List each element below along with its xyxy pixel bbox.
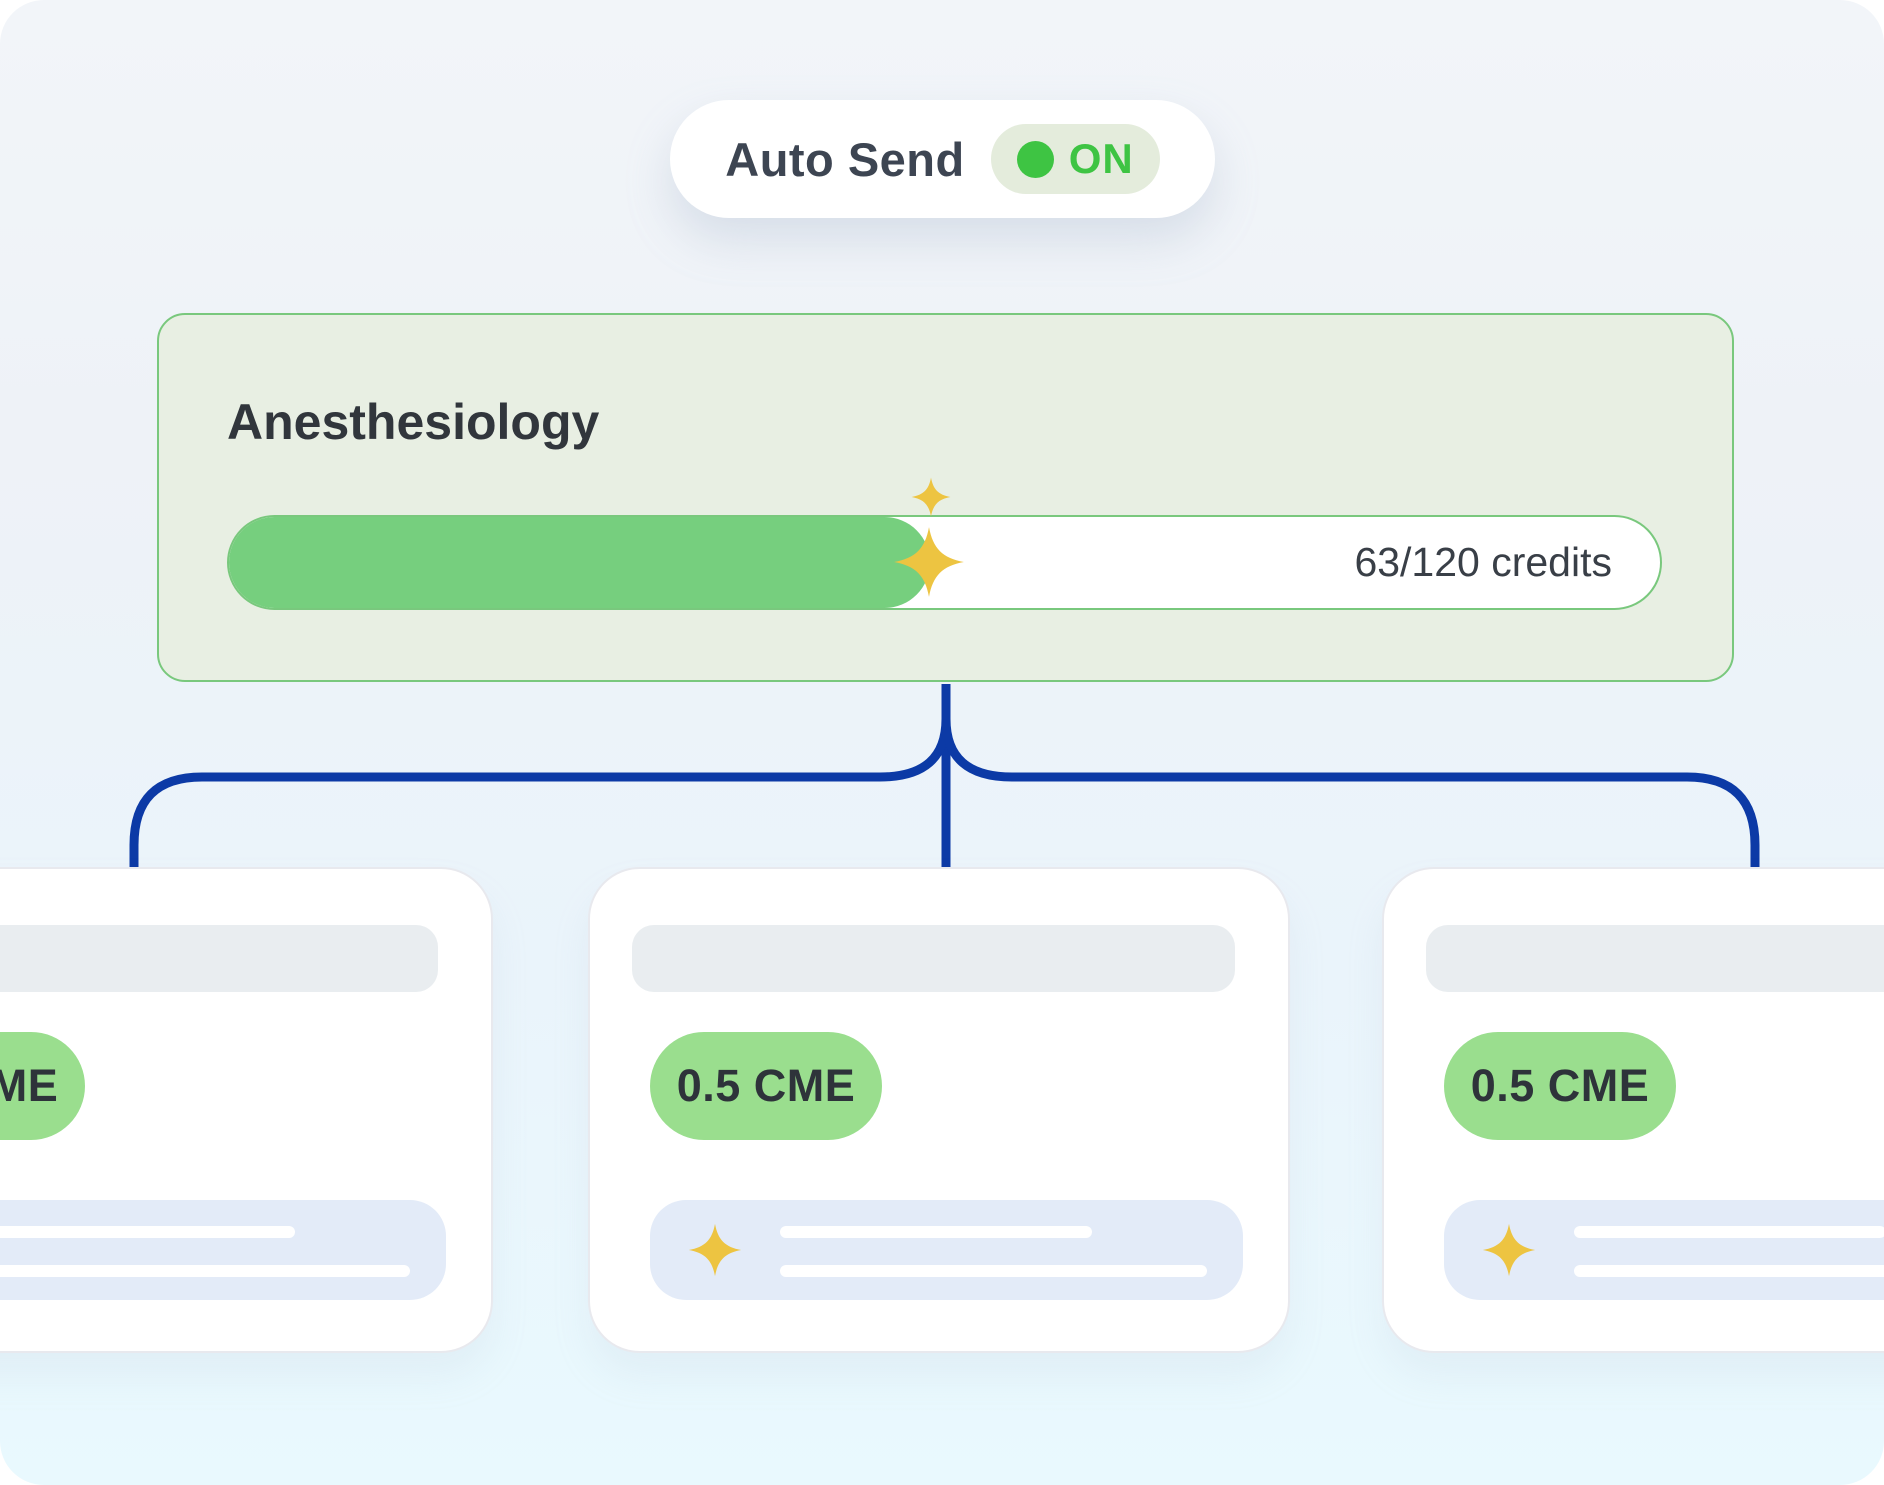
ai-summary-panel bbox=[1444, 1200, 1884, 1300]
text-line-placeholder bbox=[780, 1226, 1092, 1238]
cme-credit-label: 0.5 CME bbox=[0, 1060, 59, 1111]
credits-progress-label: 63/120 credits bbox=[1354, 539, 1612, 585]
credits-progress-fill bbox=[229, 517, 931, 608]
sparkle-icon bbox=[1482, 1223, 1536, 1277]
text-line-placeholder bbox=[0, 1226, 295, 1238]
credits-progress-bar: 63/120 credits bbox=[227, 477, 1662, 610]
cme-credit-badge: 0.5 CME bbox=[1444, 1032, 1676, 1140]
auto-send-label: Auto Send bbox=[725, 132, 965, 186]
cme-credit-label: 0.5 CME bbox=[676, 1060, 856, 1111]
auto-send-status-text: ON bbox=[1068, 135, 1134, 182]
text-line-placeholder bbox=[780, 1265, 1207, 1277]
cme-credit-label: 0.5 CME bbox=[1470, 1060, 1650, 1111]
text-line-placeholder bbox=[1574, 1265, 1884, 1277]
sparkle-icon bbox=[688, 1223, 742, 1277]
sparkle-icon bbox=[893, 526, 965, 598]
text-line-placeholder bbox=[1574, 1226, 1884, 1238]
ai-summary-panel bbox=[650, 1200, 1243, 1300]
status-dot-icon bbox=[1016, 140, 1054, 178]
course-title-placeholder bbox=[1426, 925, 1884, 992]
specialty-card: Anesthesiology 63/120 credits bbox=[157, 313, 1734, 682]
text-line-placeholder bbox=[0, 1265, 410, 1277]
course-title-placeholder bbox=[0, 925, 438, 992]
specialty-title: Anesthesiology bbox=[227, 394, 600, 450]
cme-credit-badge: 0.5 CME bbox=[0, 1032, 85, 1140]
sparkle-icon bbox=[911, 477, 951, 517]
course-card[interactable]: 0.5 CME bbox=[1382, 867, 1884, 1353]
auto-send-toggle[interactable]: Auto Send ON bbox=[670, 100, 1215, 218]
course-card[interactable]: 0.5 CME bbox=[0, 867, 493, 1353]
course-card[interactable]: 0.5 CME bbox=[588, 867, 1290, 1353]
ai-summary-panel bbox=[0, 1200, 446, 1300]
auto-send-status-badge[interactable]: ON bbox=[990, 124, 1160, 194]
course-title-placeholder bbox=[632, 925, 1235, 992]
cme-credit-badge: 0.5 CME bbox=[650, 1032, 882, 1140]
